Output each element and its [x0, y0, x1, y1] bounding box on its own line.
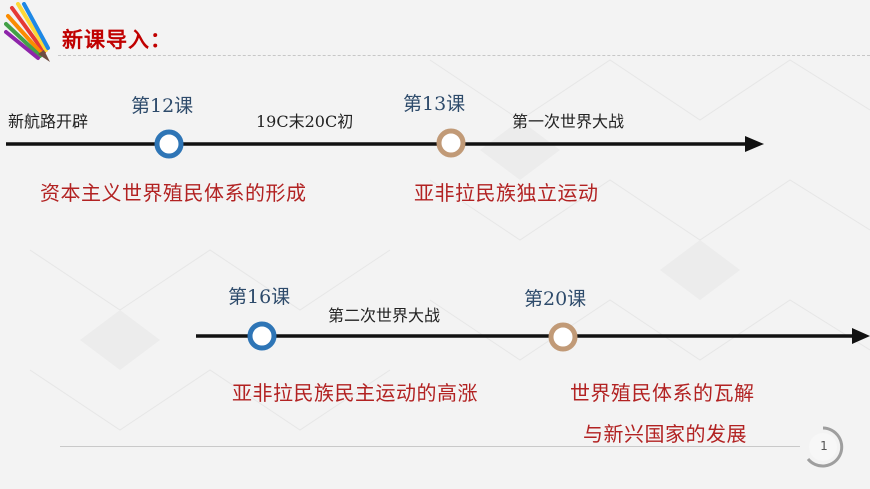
top-marker-lesson12 — [154, 129, 184, 159]
bottom-timeline-arrowhead — [852, 328, 870, 344]
label-new-sea-route: 新航路开辟 — [8, 112, 89, 131]
label-lesson-13: 第13课 — [403, 93, 466, 115]
top-marker-lesson13 — [436, 128, 466, 158]
page-number: 1 — [820, 439, 828, 453]
topic-colonial-system-formation: 资本主义世界殖民体系的形成 — [40, 181, 307, 205]
bottom-marker-lesson20 — [548, 322, 578, 352]
topic-colonial-collapse-line2: 与新兴国家的发展 — [583, 422, 747, 446]
topic-democratic-movements: 亚非拉民族民主运动的高涨 — [232, 381, 478, 405]
topic-colonial-collapse-line1: 世界殖民体系的瓦解 — [570, 381, 755, 405]
label-ww2: 第二次世界大战 — [328, 306, 441, 325]
page-title: 新课导入： — [62, 28, 172, 52]
label-lesson-16: 第16课 — [228, 286, 291, 308]
topic-independence-movements: 亚非拉民族独立运动 — [414, 181, 599, 205]
label-lesson-20: 第20课 — [524, 288, 587, 310]
label-ww1: 第一次世界大战 — [512, 112, 625, 131]
label-19c-20c: 19C末20C初 — [256, 112, 354, 131]
top-timeline-arrowhead — [745, 136, 764, 152]
label-lesson-12: 第12课 — [131, 95, 194, 117]
bottom-marker-lesson16 — [247, 321, 277, 351]
footer-divider — [60, 446, 800, 447]
header-divider — [58, 55, 870, 56]
pencils-logo — [4, 2, 50, 62]
page-number-badge-icon — [806, 426, 844, 468]
